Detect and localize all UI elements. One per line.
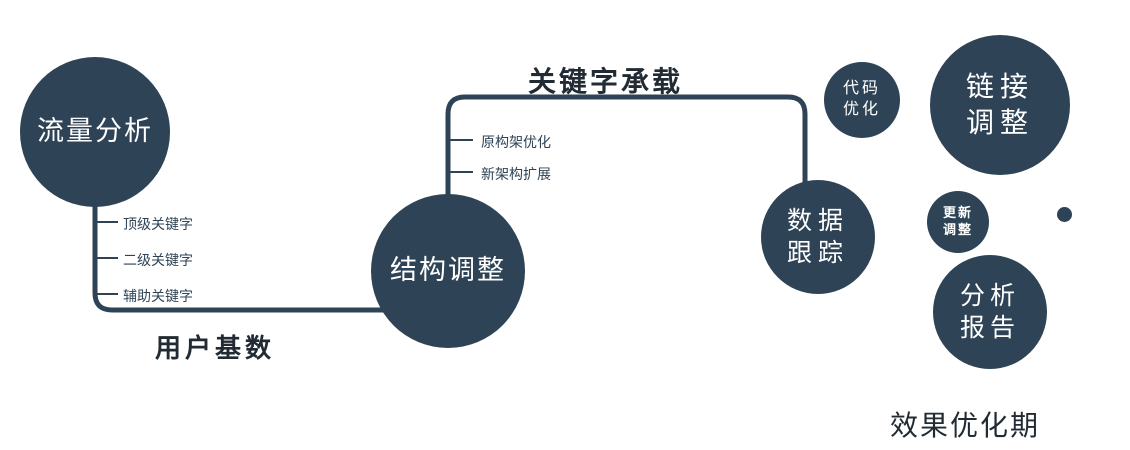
node-traffic-analysis: 流量分析 bbox=[20, 57, 170, 207]
node-data-tracking: 数据 跟踪 bbox=[761, 180, 875, 294]
node-link-adjustment-line1: 链接 bbox=[965, 70, 1034, 102]
branch-label-original-architecture: 原构架优化 bbox=[481, 134, 551, 150]
branch-label-top-keyword: 顶级关键字 bbox=[123, 216, 193, 232]
path-structure-to-data-tracking bbox=[445, 94, 808, 245]
node-analysis-report-line1: 分析 bbox=[959, 281, 1020, 310]
node-update-adjustment-line2: 调整 bbox=[942, 222, 973, 237]
node-update-adjustment: 更新 调整 bbox=[927, 191, 989, 253]
edge-label-user-base: 用户基数 bbox=[155, 333, 276, 363]
path-traffic-to-structure bbox=[92, 150, 440, 313]
node-structure-adjustment-label: 结构调整 bbox=[390, 255, 506, 286]
node-data-tracking-line2: 跟踪 bbox=[786, 239, 849, 267]
small-dot bbox=[1057, 207, 1072, 222]
branch-label-aux-keyword: 辅助关键字 bbox=[123, 288, 193, 304]
branch-label-second-keyword: 二级关键字 bbox=[123, 252, 193, 268]
node-analysis-report-line2: 报告 bbox=[959, 314, 1020, 342]
node-code-optimization-line2: 优化 bbox=[842, 101, 881, 118]
node-structure-adjustment: 结构调整 bbox=[371, 194, 525, 348]
node-update-adjustment-line1: 更新 bbox=[942, 205, 973, 221]
node-code-optimization-line1: 代码 bbox=[842, 80, 881, 98]
edge-label-keyword-carrying: 关键字承载 bbox=[528, 66, 684, 97]
node-code-optimization: 代码 优化 bbox=[824, 62, 900, 138]
node-link-adjustment-line2: 调整 bbox=[965, 107, 1034, 138]
branch-label-new-architecture: 新架构扩展 bbox=[481, 166, 551, 182]
node-data-tracking-line1: 数据 bbox=[786, 206, 849, 235]
node-traffic-analysis-label: 流量分析 bbox=[37, 116, 153, 147]
node-link-adjustment: 链接 调整 bbox=[930, 35, 1070, 175]
node-analysis-report: 分析 报告 bbox=[933, 255, 1047, 369]
caption-effect-optimization-period: 效果优化期 bbox=[890, 410, 1041, 441]
